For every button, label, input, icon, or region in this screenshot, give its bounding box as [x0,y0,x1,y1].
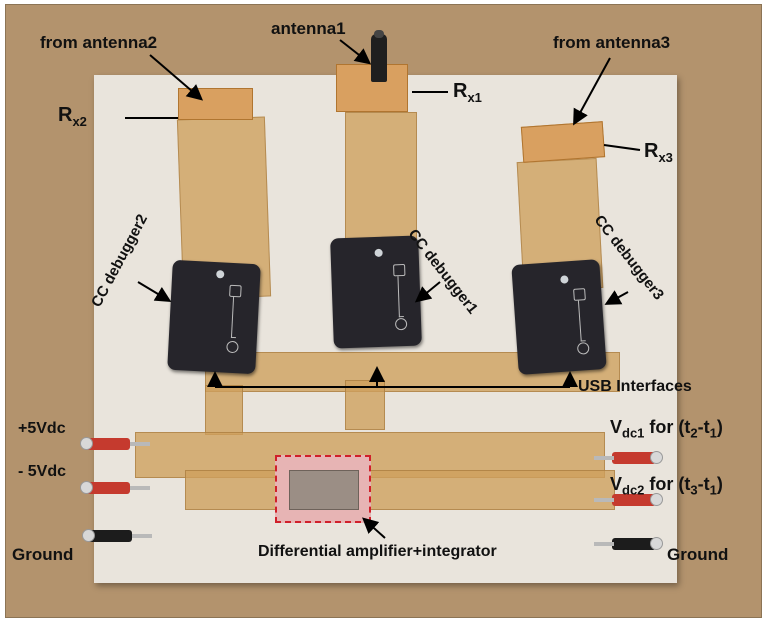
arrow-diff-amp [362,517,386,539]
label-rx3-main: R [644,140,659,162]
label-from-antenna3: from antenna3 [553,33,671,52]
vdc1-pin-leg [594,456,614,460]
amplifier-chip [289,470,359,510]
ground-right-pin [612,538,656,550]
label-vdc2: Vdc2 for (t3-t1) [610,474,723,498]
arrow-cc-debugger1 [414,281,441,303]
label-vdc1-t1: 1 [709,425,717,441]
label-ground-left: Ground [12,545,74,564]
label-vdc2-mid: -t [697,474,710,494]
label-usb-interfaces: USB Interfaces [578,378,692,395]
tape-usb-mid [345,380,385,430]
label-ground-right: Ground [667,545,729,564]
tape-usb-left [205,385,243,435]
tape-bottom-bus2 [185,470,615,510]
arrow-from-antenna2 [149,54,204,101]
label-from-antenna2: from antenna2 [40,33,158,52]
label-vdc1: Vdc1 for (t2-t1) [610,417,723,441]
label-rx2-sub: x2 [72,114,87,129]
arrow-from-antenna3 [573,57,611,126]
ground-left-pin [88,530,132,542]
label-rx1-sub: x1 [467,90,482,105]
vdc2-pin-leg [594,498,614,502]
label-vdc1-sub: dc1 [622,425,645,441]
ground-left-pin-leg [132,534,152,538]
vdc2-pin [612,494,656,506]
label-vdc1-mid: -t [697,417,710,437]
label-vdc2-sub: dc2 [622,482,645,498]
label-vdc2-for: for (t [644,474,691,494]
label-rx1-main: R [453,80,468,102]
label-vdc1-main: V [610,417,623,437]
ground-right-pin-leg [594,542,614,546]
ground-right-pin-head [650,537,663,550]
label-vdc2-main: V [610,474,623,494]
label-vdc2-end: ) [716,474,723,494]
ground-left-pin-head [82,529,95,542]
arrow-cc-debugger2 [137,281,172,303]
vdc1-pin [612,452,656,464]
plus-5vdc-pin-leg [130,442,150,446]
minus-5vdc-pin-head [80,481,93,494]
line-rx3 [603,144,641,151]
label-vdc1-t2: 2 [690,425,698,441]
label-vdc2-t3: 3 [690,482,698,498]
arrow-antenna1 [339,39,372,65]
plus-5vdc-pin [86,438,130,450]
label-vdc1-end: ) [716,417,723,437]
label-diff-amp: Differential amplifier+integrator [258,543,497,560]
vdc2-pin-head [650,493,663,506]
label-rx3: Rx3 [644,140,673,165]
vdc1-pin-head [650,451,663,464]
minus-5vdc-pin [86,482,130,494]
antenna1-rod [371,34,387,82]
arrow-cc-debugger3 [604,290,629,305]
label-rx3-sub: x3 [658,150,673,165]
label-vdc2-t1: 1 [709,482,717,498]
label-rx2-main: R [58,104,73,126]
label-rx2: Rx2 [58,104,87,129]
antenna1-cap [374,30,384,38]
label-vdc1-for: for (t [644,417,691,437]
label-antenna1: antenna1 [271,19,346,38]
minus-5vdc-pin-leg [130,486,150,490]
label-plus-5vdc: +5Vdc [18,420,66,437]
label-minus-5vdc: - 5Vdc [18,463,67,480]
label-rx1: Rx1 [453,80,482,105]
plus-5vdc-pin-head [80,437,93,450]
differential-amplifier-board [275,455,371,523]
